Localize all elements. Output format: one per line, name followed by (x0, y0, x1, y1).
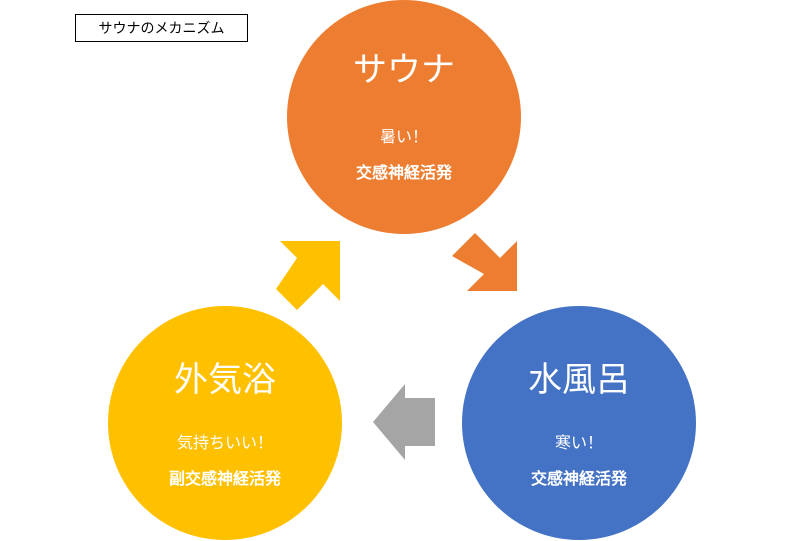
node-gaikiyoku-nerve: 副交感神経活発 (168, 469, 281, 488)
node-sauna-feeling: 暑い！ (379, 127, 428, 146)
diagram-title: サウナのメカニズム (75, 14, 248, 42)
node-sauna-name: サウナ (353, 50, 455, 90)
node-sauna-nerve: 交感神経活発 (355, 163, 452, 182)
node-mizuburo-name: 水風呂 (528, 360, 630, 400)
arrow-mizuburo-to-gaikiyoku (373, 384, 435, 460)
node-sauna: サウナ 暑い！ 交感神経活発 (287, 0, 521, 234)
node-mizuburo-feeling: 寒い！ (554, 433, 603, 452)
node-mizuburo: 水風呂 寒い！ 交感神経活発 (462, 306, 696, 540)
node-gaikiyoku: 外気浴 気持ちいい！ 副交感神経活発 (108, 306, 342, 540)
node-mizuburo-nerve: 交感神経活発 (530, 469, 627, 488)
arrow-gaikiyoku-to-sauna (276, 241, 340, 310)
arrow-sauna-to-mizuburo (452, 233, 517, 291)
node-gaikiyoku-feeling: 気持ちいい！ (176, 433, 273, 452)
node-gaikiyoku-name: 外気浴 (174, 360, 276, 400)
